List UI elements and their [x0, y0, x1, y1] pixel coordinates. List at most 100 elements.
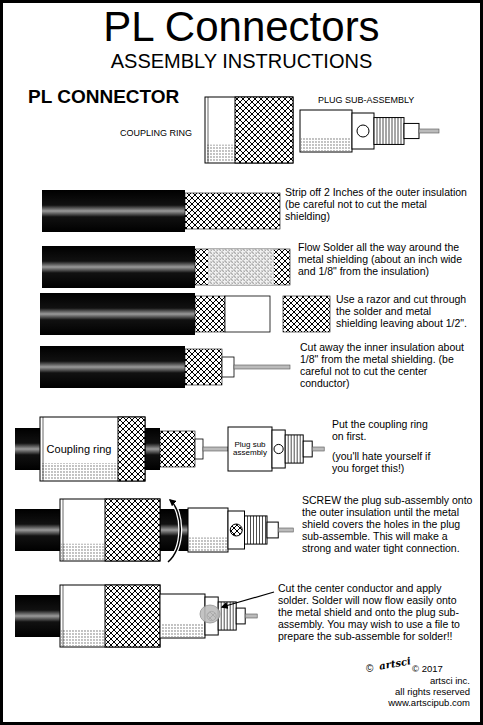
plug-sleeve	[300, 110, 352, 152]
metal-shielding	[185, 349, 222, 385]
coupling-ring-shade	[206, 145, 235, 162]
plug-thread-ridge	[230, 602, 231, 630]
plug-tip	[404, 123, 419, 138]
plug-sub-assembly-box: Plug sub assembly	[229, 428, 271, 470]
plug-solder-hole	[357, 125, 369, 137]
plug-thread	[245, 516, 268, 544]
plug-thread-ridge	[395, 118, 396, 145]
plug-thread	[285, 435, 303, 463]
plug-hole-section	[228, 511, 245, 549]
turn-arrow	[168, 500, 180, 562]
plug-tip	[236, 608, 245, 624]
plug-thread-ridge	[392, 118, 393, 145]
metal-shielding	[185, 193, 280, 229]
plug-tip	[303, 441, 312, 457]
coupling-ring-label: Coupling ring	[44, 442, 115, 457]
plug-hole-section	[272, 430, 285, 468]
coupling-ring-knurl	[105, 585, 160, 647]
plug-thread-ridge	[300, 435, 301, 463]
plug-thread-ridge	[253, 516, 254, 544]
coupling-ring-body	[205, 97, 293, 163]
coupling-ring-edge	[208, 97, 209, 163]
solder-cut-band	[225, 296, 270, 332]
step-strip-insulation	[42, 190, 280, 232]
copyright-mark: ©	[366, 663, 373, 675]
subtitle: ASSEMBLY INSTRUCTIONS	[0, 50, 483, 73]
coupling-ring-shade	[61, 544, 105, 560]
copyright-year: © 2017	[412, 664, 443, 675]
step-note: Cut the center conductor and apply solde…	[278, 582, 470, 642]
step-flow-solder	[42, 246, 290, 288]
leader-arrow	[222, 592, 274, 607]
coupling-ring-knurl	[118, 417, 145, 481]
step-screw-plug	[15, 499, 293, 562]
cable-outer-insulation	[42, 190, 185, 232]
plug-thread-ridge	[389, 118, 390, 145]
node-text: Coupling ring	[47, 443, 112, 456]
plug-thread-ridge	[259, 516, 260, 544]
solder-band-texture	[208, 249, 274, 285]
plug-thread-ridge	[297, 435, 298, 463]
plug-thread-ridge	[294, 435, 295, 463]
metal-shielding	[195, 296, 225, 332]
center-conductor	[312, 447, 324, 451]
coupling-ring-body	[60, 499, 160, 561]
solder-blob	[200, 605, 220, 623]
plug-thread-ridge	[386, 118, 387, 145]
node-text: Plug sub assembly	[230, 441, 270, 458]
section-heading: PL CONNECTOR	[28, 86, 179, 108]
plug-sleeve	[188, 508, 228, 552]
plug-thread-ridge	[256, 516, 257, 544]
step-solder-plug	[15, 585, 274, 647]
pl-connector-parts	[205, 97, 439, 163]
part-name: COUPLING RING	[120, 128, 192, 138]
plug-sleeve	[160, 594, 205, 638]
plug-thread-ridge	[401, 118, 402, 145]
turn-arrow-halo	[168, 500, 180, 562]
website: www.artscipub.com	[372, 698, 470, 709]
plug-tip	[267, 522, 278, 538]
plug-thread-ridge	[288, 435, 289, 463]
coupling-ring-knurl	[105, 499, 160, 561]
center-conductor	[234, 365, 290, 369]
cable-outer-insulation	[40, 346, 185, 388]
coupling-ring-edge	[63, 585, 64, 647]
step-note: Flow Solder all the way around the metal…	[298, 241, 473, 277]
center-conductor	[419, 129, 439, 133]
plug-thread-ridge	[250, 516, 251, 544]
step-cut-shield	[40, 293, 330, 335]
inner-insulation	[195, 439, 203, 459]
inner-insulation	[222, 357, 234, 377]
plug-solder-hole	[274, 444, 283, 453]
plug-thread-ridge	[398, 118, 399, 145]
step-cut-inner-insulation	[40, 346, 290, 388]
step-note: Use a razor and cut through the solder a…	[336, 293, 471, 329]
step-note: Strip off 2 Inches of the outer insulati…	[285, 186, 470, 222]
plug-thread-ridge	[291, 435, 292, 463]
solder-band	[208, 249, 274, 285]
step-note: Put the coupling ring on first.	[332, 418, 442, 442]
plug-thread-ridge	[262, 516, 263, 544]
coupling-ring-edge	[63, 499, 64, 561]
plug-thread	[218, 602, 236, 630]
plug-thread-ridge	[233, 602, 234, 630]
metal-shielding	[195, 249, 290, 285]
plug-hole-section	[352, 113, 374, 149]
center-conductor	[203, 447, 228, 451]
metal-shielding	[283, 296, 330, 332]
plug-sleeve-shade	[161, 623, 204, 637]
plug-thread-ridge	[265, 516, 266, 544]
title-heading: PL Connectors	[0, 4, 483, 50]
center-conductor	[278, 528, 293, 532]
copyright-note: artsci inc.	[372, 676, 470, 687]
coupling-ring-shade	[61, 630, 105, 646]
plug-thread	[374, 118, 404, 145]
copyright-note: all rights reserved	[372, 687, 470, 698]
coupling-ring-body	[60, 585, 160, 647]
coupling-ring-body	[40, 417, 145, 481]
center-conductor	[245, 614, 257, 618]
step-note: (you'll hate yourself if you forget this…	[332, 450, 442, 474]
plug-thread-ridge	[377, 118, 378, 145]
